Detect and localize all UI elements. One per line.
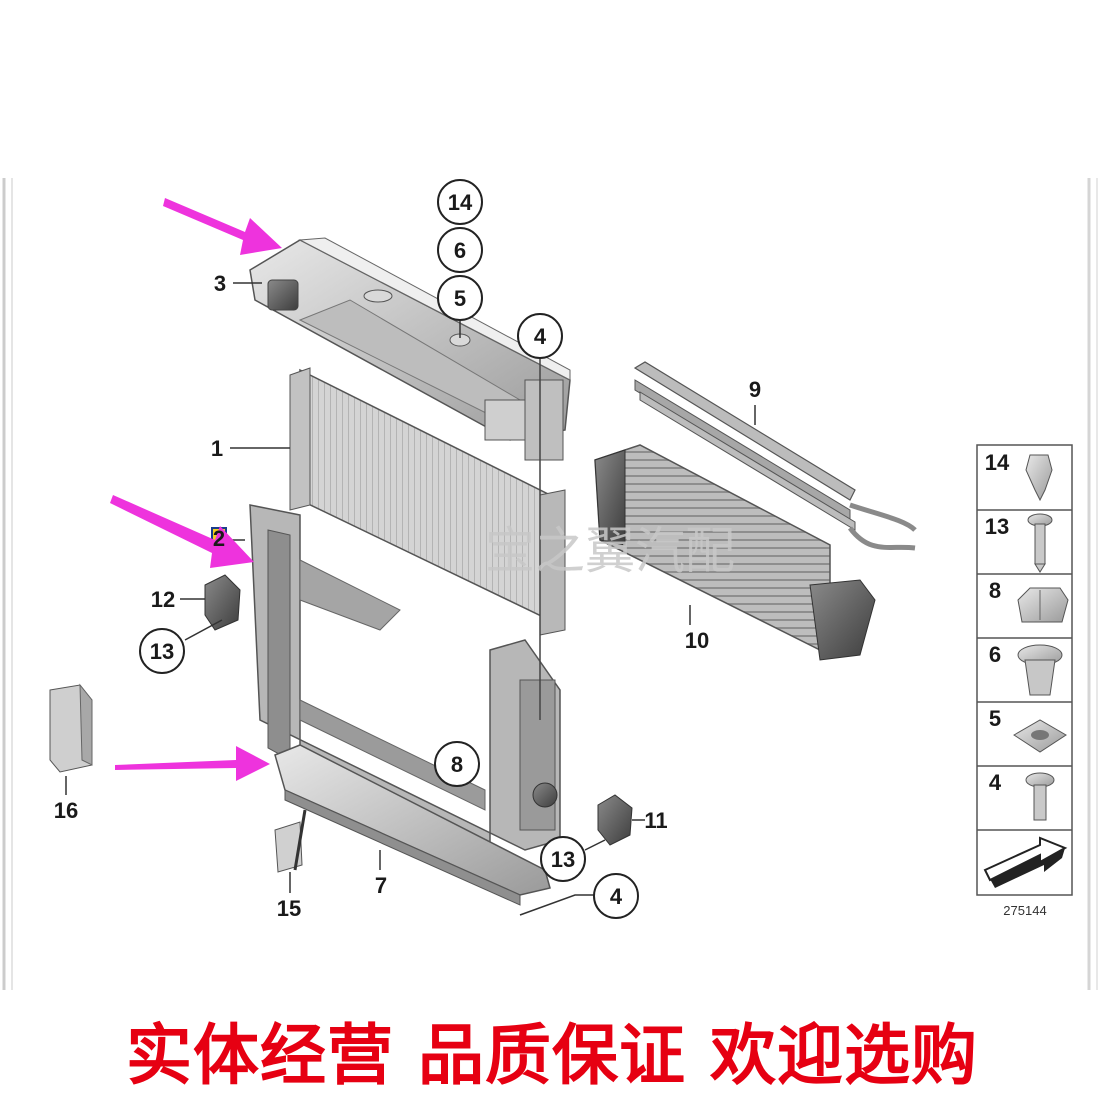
legend-row-4: 4 [989, 770, 1055, 821]
highlight-arrows [110, 198, 282, 781]
page-frame [2, 178, 1098, 990]
highlight-arrow-frame [110, 495, 254, 568]
callout-7: 7 [375, 873, 387, 898]
leader-lines [65, 282, 756, 916]
legend-row-13: 13 [985, 513, 1053, 573]
clip-rivet-icon [1025, 454, 1053, 502]
svg-text:6: 6 [989, 642, 1001, 667]
svg-text:8: 8 [451, 752, 463, 777]
screw-icon [1027, 513, 1053, 573]
callout-14: 14 [437, 179, 483, 225]
transmission-oil-cooler [633, 361, 917, 551]
svg-text:13: 13 [150, 639, 174, 664]
callout-4-top: 4 [517, 313, 563, 359]
expansion-nut-icon [1017, 644, 1063, 696]
svg-text:5: 5 [454, 286, 466, 311]
callout-9: 9 [749, 377, 761, 402]
legend-row-6: 6 [989, 642, 1063, 696]
svg-text:8: 8 [989, 578, 1001, 603]
intercooler [594, 444, 876, 661]
svg-text:14: 14 [448, 190, 473, 215]
svg-text:6: 6 [454, 238, 466, 263]
arrow-direction-icon [983, 836, 1068, 888]
callout-13-right: 13 [540, 836, 586, 882]
svg-text:4: 4 [989, 770, 1002, 795]
svg-text:4: 4 [534, 324, 547, 349]
callout-6: 6 [437, 227, 483, 273]
callout-16: 16 [54, 798, 78, 823]
svg-text:13: 13 [985, 514, 1009, 539]
air-guide-16 [49, 683, 93, 773]
callout-2: 2 [213, 526, 225, 551]
svg-text:14: 14 [985, 450, 1010, 475]
side-bracket-11 [597, 794, 633, 846]
radiator [289, 367, 566, 636]
callout-13-left: 13 [139, 628, 185, 674]
callout-8: 8 [434, 741, 480, 787]
callout-15: 15 [277, 896, 301, 921]
callout-12: 12 [151, 587, 175, 612]
legend-row-5: 5 [989, 706, 1067, 753]
callout-4-bottom: 4 [593, 873, 639, 919]
callout-1: 1 [211, 436, 223, 461]
callouts: 14 6 5 4 3 1 2 12 13 16 8 9 10 11 13 4 7… [54, 179, 761, 921]
side-bracket-12 [204, 574, 241, 631]
watermark: 宝之翼汽配 [485, 522, 735, 580]
bolt-icon [1025, 772, 1055, 821]
callout-5: 5 [437, 275, 483, 321]
highlight-arrow-lower-duct [115, 746, 270, 781]
callout-11: 11 [644, 808, 667, 833]
upper-support-bar [249, 237, 571, 461]
svg-text:4: 4 [610, 884, 623, 909]
spring-clip-icon [1017, 587, 1069, 623]
svg-text:13: 13 [551, 847, 575, 872]
fastener-legend: 14 13 8 6 [976, 444, 1073, 918]
highlight-arrow-upper-bar [163, 198, 282, 255]
svg-text:5: 5 [989, 706, 1001, 731]
rubber-mount-icon [1013, 719, 1067, 753]
diagram-id: 275144 [1003, 903, 1046, 918]
lower-air-duct [274, 744, 551, 906]
callout-3: 3 [214, 271, 226, 296]
promo-slogan: 实体经营 品质保证 欢迎选购 [126, 1016, 978, 1094]
callout-10: 10 [685, 628, 709, 653]
legend-row-14: 14 [985, 450, 1053, 502]
legend-row-8: 8 [989, 578, 1069, 623]
air-guide-15 [274, 809, 307, 873]
